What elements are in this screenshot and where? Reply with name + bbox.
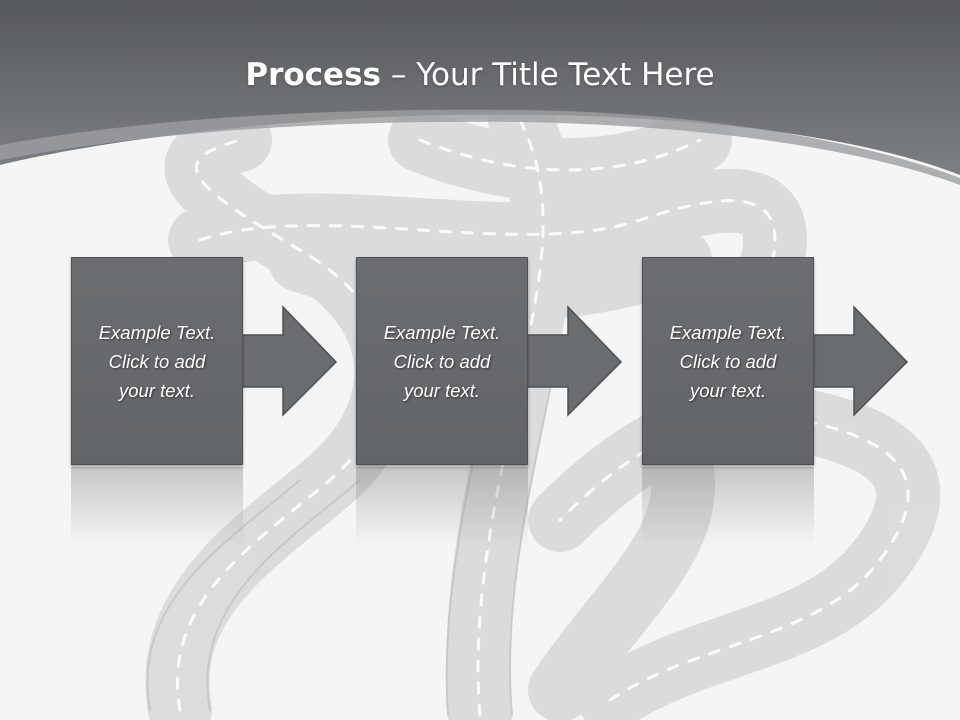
- title-rest: – Your Title Text Here: [381, 57, 715, 93]
- step-reflection: [71, 467, 243, 547]
- step-text-box[interactable]: Example Text. Click to add your text.: [642, 257, 814, 465]
- step-text[interactable]: Example Text. Click to add your text.: [383, 321, 501, 401]
- step-text[interactable]: Example Text. Click to add your text.: [669, 321, 787, 401]
- step-text-box[interactable]: Example Text. Click to add your text.: [71, 257, 243, 465]
- process-step-3: Example Text. Click to add your text.: [642, 257, 909, 547]
- step-reflection: [642, 467, 814, 547]
- process-step-1: Example Text. Click to add your text.: [71, 257, 338, 547]
- title-bold: Process: [245, 57, 381, 93]
- step-reflection: [356, 467, 528, 547]
- slide-title[interactable]: Process – Your Title Text Here: [0, 40, 960, 110]
- process-step-2: Example Text. Click to add your text.: [356, 257, 623, 547]
- step-text-box[interactable]: Example Text. Click to add your text.: [356, 257, 528, 465]
- step-text[interactable]: Example Text. Click to add your text.: [98, 321, 216, 401]
